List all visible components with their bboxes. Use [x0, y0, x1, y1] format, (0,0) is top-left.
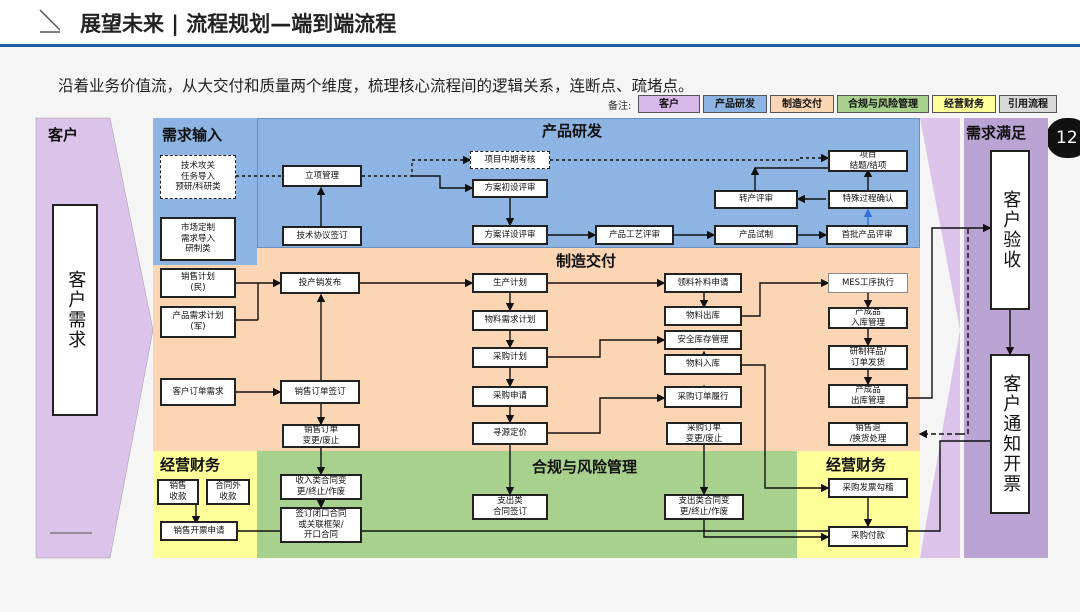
customer-invoice-label: 客户通知开票	[1000, 374, 1022, 494]
process-review-box: 产品工艺评审	[595, 225, 674, 245]
mes-box: MES工序执行	[828, 273, 908, 293]
special-confirm-box: 特殊过程确认	[828, 190, 908, 209]
sales-receipt-box: 销售 收款	[157, 479, 199, 505]
contract-receipt-box: 合同外 收款	[206, 479, 250, 505]
customer-need-label: 客户需求	[65, 270, 87, 350]
market-custom-box: 市场定制 需求导入 研制类	[160, 217, 236, 261]
purchase-order-change-box: 采购订单 变更/废止	[666, 422, 742, 445]
sales-invoice-box: 销售开票申请	[160, 521, 238, 541]
legend-customer: 客户	[638, 95, 700, 113]
safety-stock-box: 安全库存管理	[664, 330, 742, 350]
legend-manufacturing: 制造交付	[770, 95, 834, 113]
finished-out-box: 产成品 出库管理	[828, 384, 908, 408]
legend-product-rd: 产品研发	[703, 95, 767, 113]
sample-ship-box: 研制样品/ 订单发货	[828, 345, 908, 370]
legend-finance: 经营财务	[932, 95, 996, 113]
customer-acceptance-box: 客户验收	[990, 150, 1030, 310]
purchase-invoice-box: 采购发票勾稽	[828, 478, 908, 498]
zone-product-rd-title: 产品研发	[542, 122, 603, 140]
legend-label: 备注:	[608, 101, 632, 112]
sales-plan-civil-box: 销售计划 (民)	[160, 268, 236, 298]
tech-agreement-box: 技术协议签订	[282, 226, 362, 246]
finished-in-box: 产成品 入库管理	[828, 307, 908, 329]
tech-task-box: 技术攻关 任务导入 预研/科研类	[160, 155, 236, 199]
header-divider	[0, 44, 1080, 47]
sales-return-box: 销售退 /换货处理	[828, 422, 908, 446]
sales-order-sign-box: 销售订单签订	[280, 380, 360, 404]
material-demand-box: 物料需求计划	[472, 310, 548, 331]
prelim-review-box: 方案初设评审	[472, 179, 548, 198]
zone-customer-title: 客户	[48, 126, 79, 144]
first-batch-review-box: 首批产品评审	[826, 225, 908, 245]
purchase-request-box: 采购申请	[472, 386, 548, 407]
page-number: 12	[1046, 118, 1080, 158]
subtitle: 沿着业务价值流，从大交付和质量两个维度，梳理核心流程间的逻辑关系，连断点、疏堵点…	[58, 77, 694, 95]
zone-manufacturing-title: 制造交付	[556, 252, 617, 270]
project-close-box: 项目 结题/结项	[828, 150, 908, 172]
purchase-payment-box: 采购付款	[828, 526, 908, 547]
legend-reference: 引用流程	[999, 95, 1057, 113]
legend-compliance: 合规与风险管理	[837, 95, 929, 113]
transfer-review-box: 转产评审	[714, 190, 798, 209]
material-supply-box: 领料补料申请	[664, 273, 742, 293]
material-in-box: 物料入库	[664, 354, 742, 375]
customer-order-box: 客户订单需求	[160, 378, 236, 406]
zone-product-rd	[257, 118, 920, 248]
project-mgmt-box: 立项管理	[282, 165, 362, 187]
purchase-plan-box: 采购计划	[472, 347, 548, 368]
income-contract-box: 收入类合同变 更/终止/作废	[280, 474, 362, 500]
zone-demand-satisfied-title: 需求满足	[966, 124, 1027, 142]
zone-compliance-title: 合规与风险管理	[532, 458, 638, 476]
expense-contract-change-box: 支出类合同变 更/终止/作废	[664, 494, 744, 520]
zone-finance-right-title: 经营财务	[826, 456, 887, 474]
zone-demand-input-title: 需求输入	[162, 126, 223, 144]
zone-finance-left-title: 经营财务	[160, 456, 221, 474]
production-release-box: 投产销发布	[280, 272, 360, 294]
customer-need-box: 客户需求	[52, 204, 98, 416]
mid-review-box: 项目中期考核	[470, 151, 550, 169]
header-bar: 展望未来 | 流程规划—端到端流程	[0, 0, 1080, 47]
sales-order-change-box: 销售订单 变更/废止	[282, 424, 360, 448]
page-title: 展望未来 | 流程规划—端到端流程	[80, 12, 397, 36]
material-out-box: 物料出库	[664, 306, 742, 326]
detail-review-box: 方案详设评审	[472, 225, 548, 245]
product-trial-box: 产品试制	[714, 225, 798, 245]
product-demand-mil-box: 产品需求计划 (军)	[160, 306, 236, 338]
customer-acceptance-label: 客户验收	[1000, 190, 1022, 270]
header-logo-icon	[39, 9, 60, 33]
zone-manufacturing	[257, 248, 920, 451]
customer-invoice-box: 客户通知开票	[990, 354, 1030, 514]
expense-contract-sign-box: 支出类 合同签订	[472, 494, 548, 520]
sourcing-box: 寻源定价	[472, 422, 548, 445]
production-plan-box: 生产计划	[472, 273, 548, 293]
purchase-follow-box: 采购订单履行	[664, 386, 742, 408]
signed-contract-box: 签订闭口合同 或关联框架/ 开口合同	[280, 507, 362, 543]
